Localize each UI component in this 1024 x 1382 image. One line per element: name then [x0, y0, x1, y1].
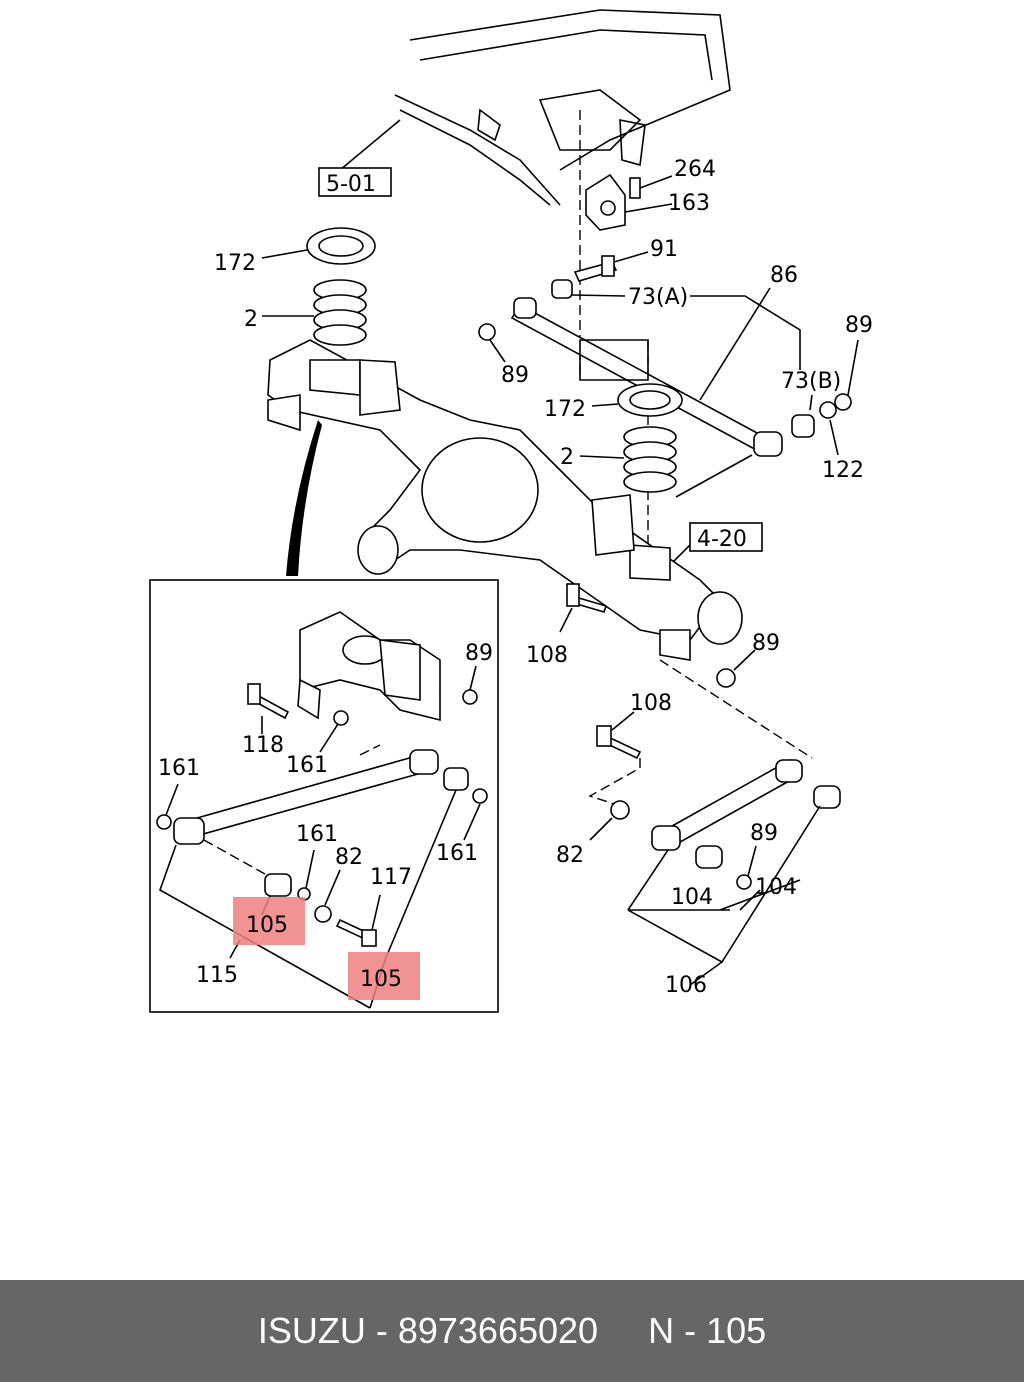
callout-89-d: 89 — [750, 821, 778, 846]
footer-brand: ISUZU — [257, 1310, 366, 1351]
callout-172-left: 172 — [214, 251, 256, 276]
ref-box-frame[interactable]: 5-01 — [318, 167, 392, 197]
bracket-part — [585, 173, 673, 231]
callout-106: 106 — [665, 973, 707, 998]
nut-89-a — [478, 323, 496, 341]
inset-callout-105-a: 105 — [246, 913, 288, 938]
bushing-73a — [551, 279, 626, 299]
callout-108-b: 108 — [630, 691, 672, 716]
bushing-73b — [791, 394, 839, 456]
callout-89-c: 89 — [752, 631, 780, 656]
lower-link-106 — [589, 758, 841, 986]
callout-104-b: 104 — [755, 875, 797, 900]
axle-housing — [267, 339, 743, 661]
callout-172-right: 172 — [544, 397, 586, 422]
callout-89-b: 89 — [845, 313, 873, 338]
callout-104-a: 104 — [671, 885, 713, 910]
callout-264: 264 — [674, 157, 716, 182]
nut-89-b — [834, 393, 852, 411]
inset-bolt-118 — [247, 683, 290, 734]
ref-label-frame: 5-01 — [326, 172, 376, 197]
spring-seat-172-left — [261, 227, 376, 265]
footer-part-number: 8973665020 — [397, 1310, 599, 1351]
inset-callout-105-b: 105 — [360, 967, 402, 992]
inset-callout-115: 115 — [196, 963, 238, 988]
coil-spring-left — [262, 279, 367, 346]
highlight-105-a[interactable]: 105 — [233, 897, 305, 945]
inset-lower-arm-115 — [156, 744, 488, 1009]
callout-163: 163 — [668, 191, 710, 216]
inset-axle-bracket — [297, 611, 478, 722]
inset-callout-161-a: 161 — [286, 753, 328, 778]
parts-diagram: 5-01 4-20 264 163 91 73(A) 86 89 — [149, 9, 873, 1013]
inset-callout-89: 89 — [465, 641, 493, 666]
callout-73a: 73(A) — [628, 285, 688, 310]
inset-callout-161-d: 161 — [436, 841, 478, 866]
part-info-footer: ISUZU - 8973665020 N - 105 — [0, 1280, 1024, 1382]
inset-callout-117: 117 — [370, 865, 412, 890]
bolt-108-a — [559, 583, 608, 633]
detail-inset-frame — [149, 579, 499, 1013]
callout-82-main: 82 — [556, 843, 584, 868]
callout-122: 122 — [822, 458, 864, 483]
ref-label-axle: 4-20 — [697, 527, 747, 552]
bolt-108-b — [596, 711, 642, 760]
footer-separator: - — [365, 1310, 398, 1351]
callout-89-a: 89 — [501, 363, 529, 388]
coil-spring-right — [579, 426, 677, 493]
callout-108-a: 108 — [526, 643, 568, 668]
callout-86: 86 — [770, 263, 798, 288]
inset-callout-161-b: 161 — [158, 756, 200, 781]
inset-callout-161-c: 161 — [296, 822, 338, 847]
inset-pointer — [286, 420, 322, 576]
callout-73b: 73(B) — [781, 369, 841, 394]
vehicle-frame — [339, 9, 731, 206]
callout-91: 91 — [650, 237, 678, 262]
upper-link-86 — [510, 287, 783, 457]
spring-seat-172-right — [591, 383, 683, 417]
inset-callout-82: 82 — [335, 845, 363, 870]
callout-2-left: 2 — [244, 307, 258, 332]
nut-89-c — [716, 668, 736, 688]
highlight-105-b[interactable]: 105 — [348, 952, 420, 1000]
callout-2-right: 2 — [560, 445, 574, 470]
footer-callout-number: 105 — [706, 1310, 767, 1351]
bolt-91 — [573, 251, 649, 282]
footer-callout-prefix: N - — [648, 1310, 707, 1351]
inset-callout-118: 118 — [242, 733, 284, 758]
inset-washer-161-a — [333, 710, 349, 726]
footer-gap — [598, 1310, 648, 1352]
ref-box-axle[interactable]: 4-20 — [689, 522, 763, 552]
